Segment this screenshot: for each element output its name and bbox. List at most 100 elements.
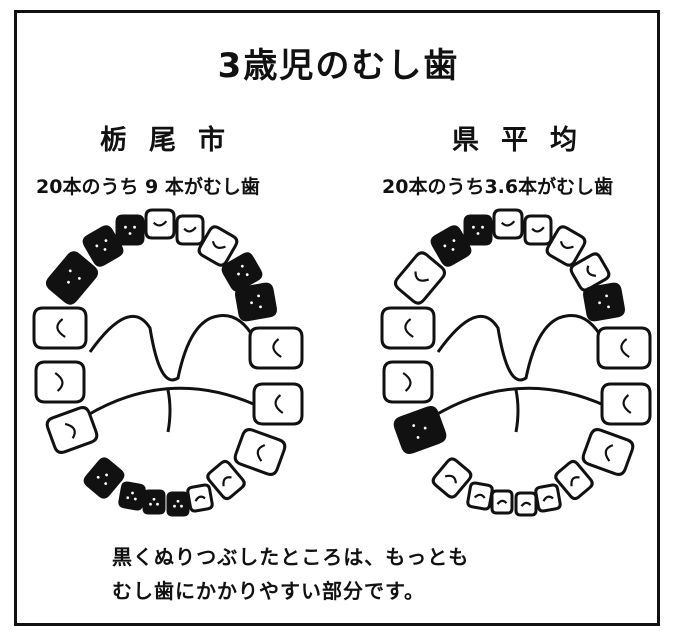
tooth-groove (64, 422, 76, 439)
decay-count-left: 20本のうち 9 本がむし歯 (36, 176, 260, 198)
tooth-healthy (252, 382, 304, 426)
tooth-healthy (186, 483, 214, 513)
decay-speckle (105, 473, 108, 477)
decay-speckle (96, 475, 100, 479)
decay-speckle (104, 482, 108, 486)
palate-line (88, 314, 257, 382)
dental-chart-left-svg (32, 208, 304, 517)
tooth (82, 225, 124, 267)
tooth (583, 282, 625, 322)
tooth-healthy (431, 457, 473, 499)
tooth-decayed (118, 481, 146, 511)
decay-speckle (133, 225, 136, 229)
decay-speckle (77, 277, 81, 280)
tooth-healthy (554, 459, 594, 501)
tooth (115, 214, 145, 246)
tooth (534, 483, 562, 513)
legend-note-line-1: 黒くぬりつぶしたところは、もっとも (112, 545, 470, 569)
tooth-decayed (46, 251, 98, 305)
decay-speckle (104, 239, 108, 243)
decay-speckle (237, 272, 240, 276)
decay-speckle (67, 280, 70, 284)
tooth-groove (604, 444, 614, 462)
tooth (235, 282, 277, 322)
decay-speckle (133, 497, 137, 501)
tooth-decayed (115, 214, 145, 246)
tooth-decayed (393, 406, 447, 454)
decay-speckle (240, 264, 244, 268)
tooth (83, 457, 125, 499)
jaw-line (433, 386, 607, 418)
tooth-groove (622, 394, 632, 414)
tooth (142, 489, 166, 515)
dental-chart-right (368, 200, 668, 530)
tooth-decayed (221, 252, 263, 292)
tooth-healthy (34, 360, 86, 404)
tooth-groove (272, 338, 282, 358)
tooth-groove (496, 499, 508, 505)
decay-speckle (68, 269, 72, 273)
tooth (144, 208, 176, 240)
dental-chart-right-svg (380, 208, 652, 517)
decay-speckle (250, 301, 253, 305)
decay-speckle (259, 305, 262, 309)
tooth (186, 483, 214, 513)
tooth (463, 214, 493, 246)
tooth (523, 214, 553, 246)
decay-speckle (128, 232, 132, 235)
tooth (430, 225, 472, 267)
tooth-groove (500, 220, 516, 227)
tooth-groove (402, 372, 412, 392)
tooth-decayed (463, 214, 493, 246)
decay-speckle (598, 301, 601, 305)
decay-speckle (95, 244, 99, 248)
region-name-left: 栃尾市 (100, 125, 247, 156)
tooth-healthy (394, 251, 446, 305)
figure-title: 3歳児のむし歯 (217, 46, 460, 86)
tooth-healthy (492, 208, 524, 240)
tooth-healthy (466, 481, 494, 511)
decay-speckle (176, 499, 180, 503)
tooth (382, 360, 434, 404)
tooth-decayed (83, 457, 125, 499)
tooth-healthy (175, 214, 205, 246)
tooth (600, 382, 652, 426)
tooth-healthy (233, 428, 287, 476)
midline (166, 389, 172, 433)
palate-line (436, 314, 605, 382)
tooth (45, 406, 99, 454)
tooth-healthy (206, 459, 246, 501)
region-name-right: 県平均 (452, 125, 599, 156)
decay-speckle (472, 225, 475, 229)
tooth (221, 252, 263, 292)
tooth (166, 491, 190, 517)
tooth-healthy (382, 360, 434, 404)
decay-speckle (605, 294, 608, 298)
decay-speckle (131, 491, 134, 495)
decay-speckle (452, 239, 456, 243)
decay-speckle (257, 294, 260, 298)
decay-speckle (412, 424, 416, 427)
decay-speckle (451, 248, 455, 251)
decay-speckle (156, 502, 159, 506)
tooth (206, 459, 246, 501)
tooth (393, 406, 447, 454)
tooth-groove (256, 444, 266, 462)
tooth (490, 489, 514, 515)
tooth (175, 214, 205, 246)
tooth-groove (586, 265, 597, 277)
tooth-healthy (600, 382, 652, 426)
tooth-healthy (144, 208, 176, 240)
tooth (431, 457, 473, 499)
tooth-healthy (534, 483, 562, 513)
tooth-groove (152, 220, 168, 227)
tooth (197, 225, 239, 267)
tooth-groove (559, 240, 574, 249)
tooth (233, 428, 287, 476)
tooth (492, 208, 524, 240)
decay-speckle (180, 504, 183, 508)
decay-speckle (245, 273, 249, 277)
tooth-healthy (248, 326, 304, 370)
tooth (32, 306, 88, 350)
tooth-healthy (32, 306, 88, 350)
